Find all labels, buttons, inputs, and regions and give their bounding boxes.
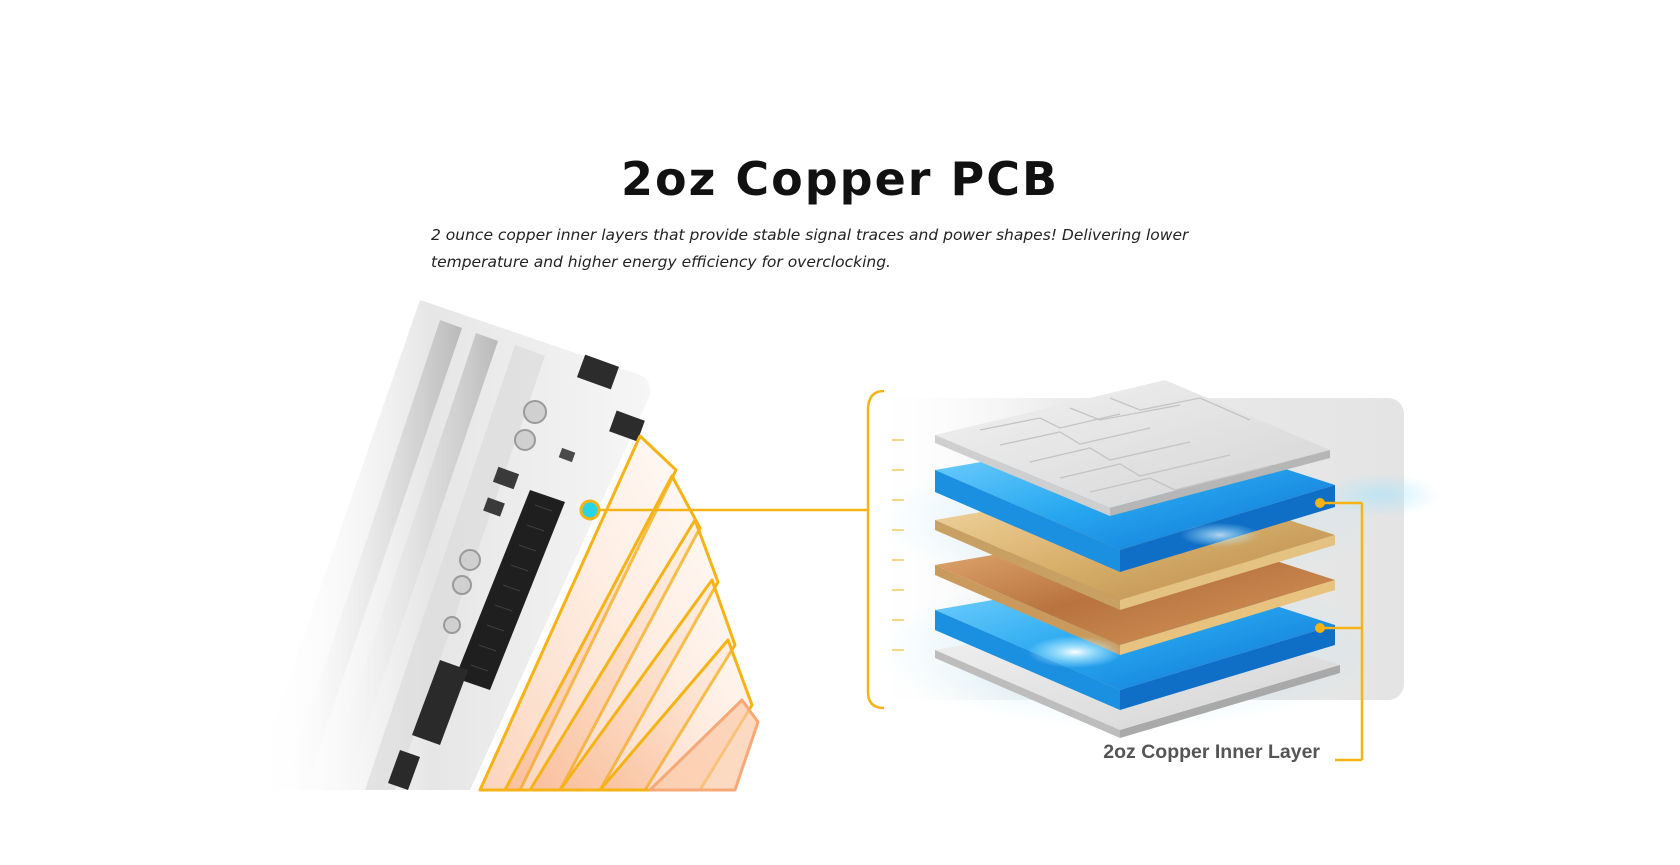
layer-label-bracket	[1315, 498, 1364, 762]
copper-layer-label: 2oz Copper Inner Layer	[1103, 741, 1320, 763]
motherboard-corner	[250, 300, 651, 790]
section-title: 2oz Copper PCB	[620, 152, 1060, 206]
callout-connector	[579, 389, 904, 710]
callout-dot	[579, 499, 601, 521]
pcb-layer-stack	[935, 380, 1340, 738]
section-description: 2 ounce copper inner layers that provide…	[431, 226, 1189, 271]
pcb-layer-fan	[478, 434, 760, 792]
